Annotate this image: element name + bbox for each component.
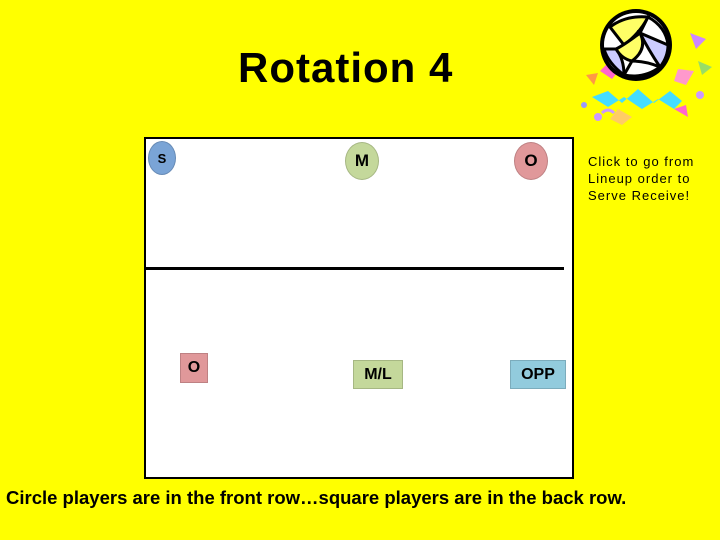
player-outside-front-right[interactable]: O [514, 142, 548, 180]
player-middle-libero-back[interactable]: M/L [353, 360, 403, 389]
legend-caption: Circle players are in the front row…squa… [6, 487, 627, 508]
volleyball-icon [581, 9, 712, 125]
player-label: O [187, 359, 201, 376]
slide-title: Rotation 4 [238, 44, 454, 91]
player-label: S [157, 150, 167, 166]
player-label: OPP [521, 365, 555, 383]
player-label: M/L [364, 365, 392, 383]
player-label: O [524, 151, 538, 170]
player-label: M [354, 151, 370, 170]
player-outside-back-left[interactable]: O [180, 353, 208, 383]
player-middle-front[interactable]: M [345, 142, 379, 180]
net-line [146, 267, 564, 270]
click-instruction[interactable]: Click to go from Lineup order to Serve R… [588, 154, 695, 203]
volleyball-court [144, 137, 574, 479]
player-setter-front-left[interactable]: S [148, 141, 176, 175]
player-opposite-back-right[interactable]: OPP [510, 360, 566, 389]
